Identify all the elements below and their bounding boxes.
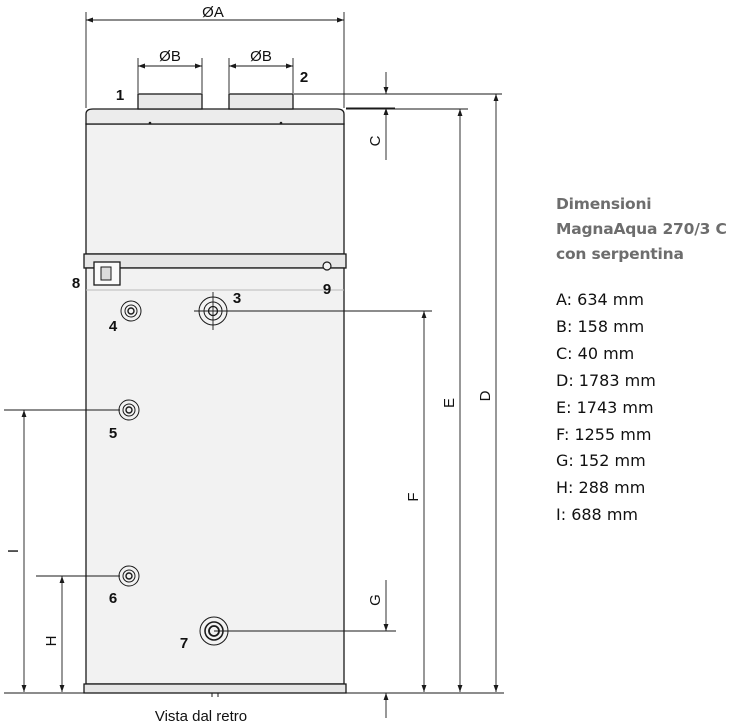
tank (83, 93, 347, 694)
callout-1: 1 (116, 87, 124, 104)
panel-title: Dimensioni MagnaAqua 270/3 C con serpent… (556, 192, 741, 267)
tank-collar (83, 253, 347, 269)
dimension-list: A: 634 mm B: 158 mm C: 40 mm D: 1783 mm … (556, 287, 741, 529)
callout-7: 7 (180, 635, 188, 652)
panel-title-line-3: con serpentina (556, 245, 684, 263)
spec-h: H: 288 mm (556, 478, 646, 498)
spec-b: B: 158 mm (556, 316, 645, 336)
panel-title-line-1: Dimensioni (556, 195, 652, 213)
spec-g: G: 152 mm (556, 451, 646, 471)
dim-label-d: D (477, 390, 494, 401)
spec-i: I: 688 mm (556, 505, 638, 525)
dim-label-i: I (5, 549, 22, 553)
callout-2: 2 (300, 69, 308, 86)
dim-label-f: F (405, 492, 422, 501)
view-caption: Vista dal retro (155, 708, 247, 725)
fitting-4 (120, 300, 142, 322)
callout-8: 8 (72, 275, 80, 292)
fitting-6 (118, 565, 140, 587)
dimensions-panel: Dimensioni MagnaAqua 270/3 C con serpent… (556, 192, 741, 529)
spec-f: F: 1255 mm (556, 424, 652, 444)
dim-label-a: ØA (202, 4, 224, 21)
callout-4: 4 (109, 318, 118, 335)
tank-upper-body (85, 123, 345, 255)
callout-9: 9 (323, 281, 331, 298)
spec-a: A: 634 mm (556, 290, 644, 309)
callout-6: 6 (109, 590, 117, 607)
callout-5: 5 (109, 425, 117, 442)
fitting-9 (322, 261, 332, 271)
dim-label-b-left: ØB (159, 48, 181, 65)
dim-label-c: C (367, 135, 384, 146)
spec-c: C: 40 mm (556, 343, 635, 363)
dim-label-h: H (43, 636, 60, 647)
connector-2 (228, 93, 294, 110)
panel-title-line-2: MagnaAqua 270/3 C (556, 220, 727, 238)
dim-label-e: E (441, 398, 458, 408)
dim-label-b-right: ØB (250, 48, 272, 65)
tank-top-cap (85, 108, 345, 125)
tank-base (83, 683, 347, 694)
tank-lower-body (85, 267, 345, 685)
spec-e: E: 1743 mm (556, 397, 654, 417)
dimension-lines (4, 12, 504, 718)
fitting-5 (118, 399, 140, 421)
spec-d: D: 1783 mm (556, 370, 656, 390)
callout-3: 3 (233, 290, 241, 307)
connector-1 (137, 93, 203, 110)
dim-label-g: G (367, 594, 384, 606)
